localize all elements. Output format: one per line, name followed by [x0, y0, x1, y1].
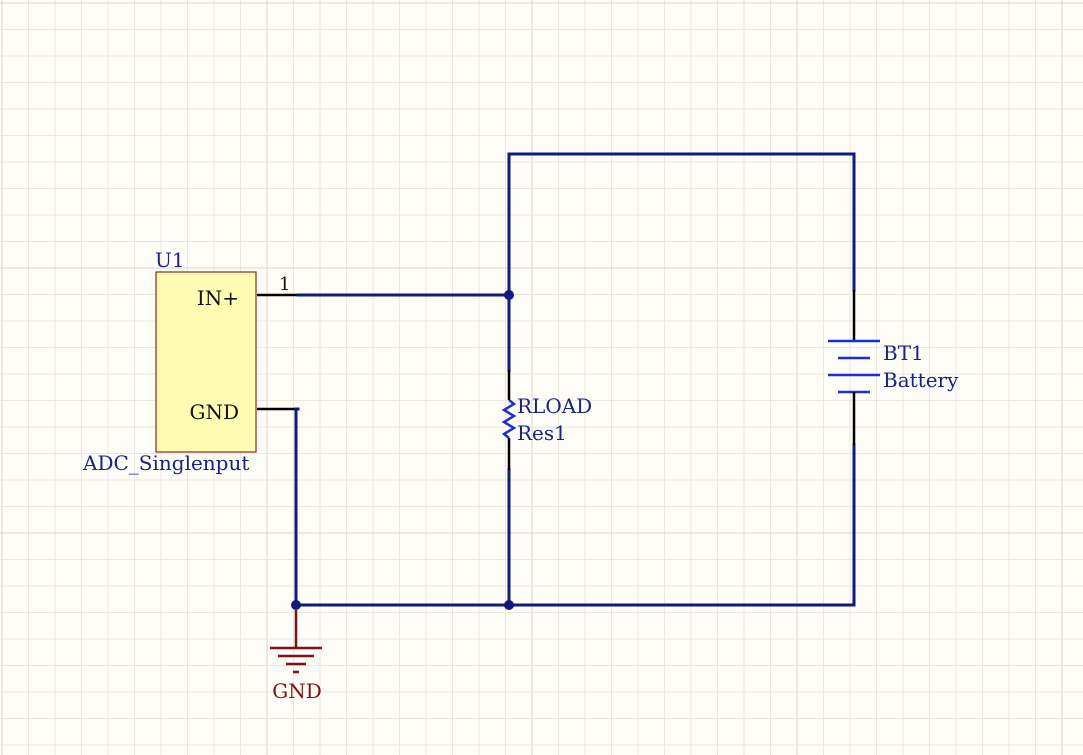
component-u1[interactable]: U1 IN+ 1 GND ADC_Singlenput	[82, 248, 298, 475]
ground-net-label: GND	[272, 679, 322, 703]
u1-pin-in-number: 1	[279, 274, 290, 295]
u1-body[interactable]	[155, 271, 257, 453]
rload-zigzag[interactable]	[501, 399, 517, 439]
junction-bottom-rload[interactable]	[504, 600, 514, 610]
component-rload[interactable]: RLOAD Res1	[501, 370, 592, 470]
junction-bottom-gnd[interactable]	[291, 600, 301, 610]
ground-symbol[interactable]: GND	[270, 610, 322, 703]
u1-pin-gnd-label: GND	[189, 400, 239, 424]
bt1-comment: Battery	[883, 368, 959, 392]
wires	[294, 152, 856, 607]
u1-comment: ADC_Singlenput	[82, 451, 249, 475]
component-bt1[interactable]: BT1 Battery	[828, 290, 959, 445]
wire-top-loop[interactable]	[507, 152, 856, 297]
u1-pin-in-label: IN+	[197, 286, 239, 310]
u1-designator: U1	[155, 248, 185, 272]
junction-in-plus-rload[interactable]	[504, 290, 514, 300]
rload-designator: RLOAD	[517, 394, 592, 418]
wire-gnd-pin-to-bottom[interactable]	[294, 407, 300, 607]
bt1-designator: BT1	[883, 341, 924, 365]
rload-comment: Res1	[517, 421, 567, 445]
